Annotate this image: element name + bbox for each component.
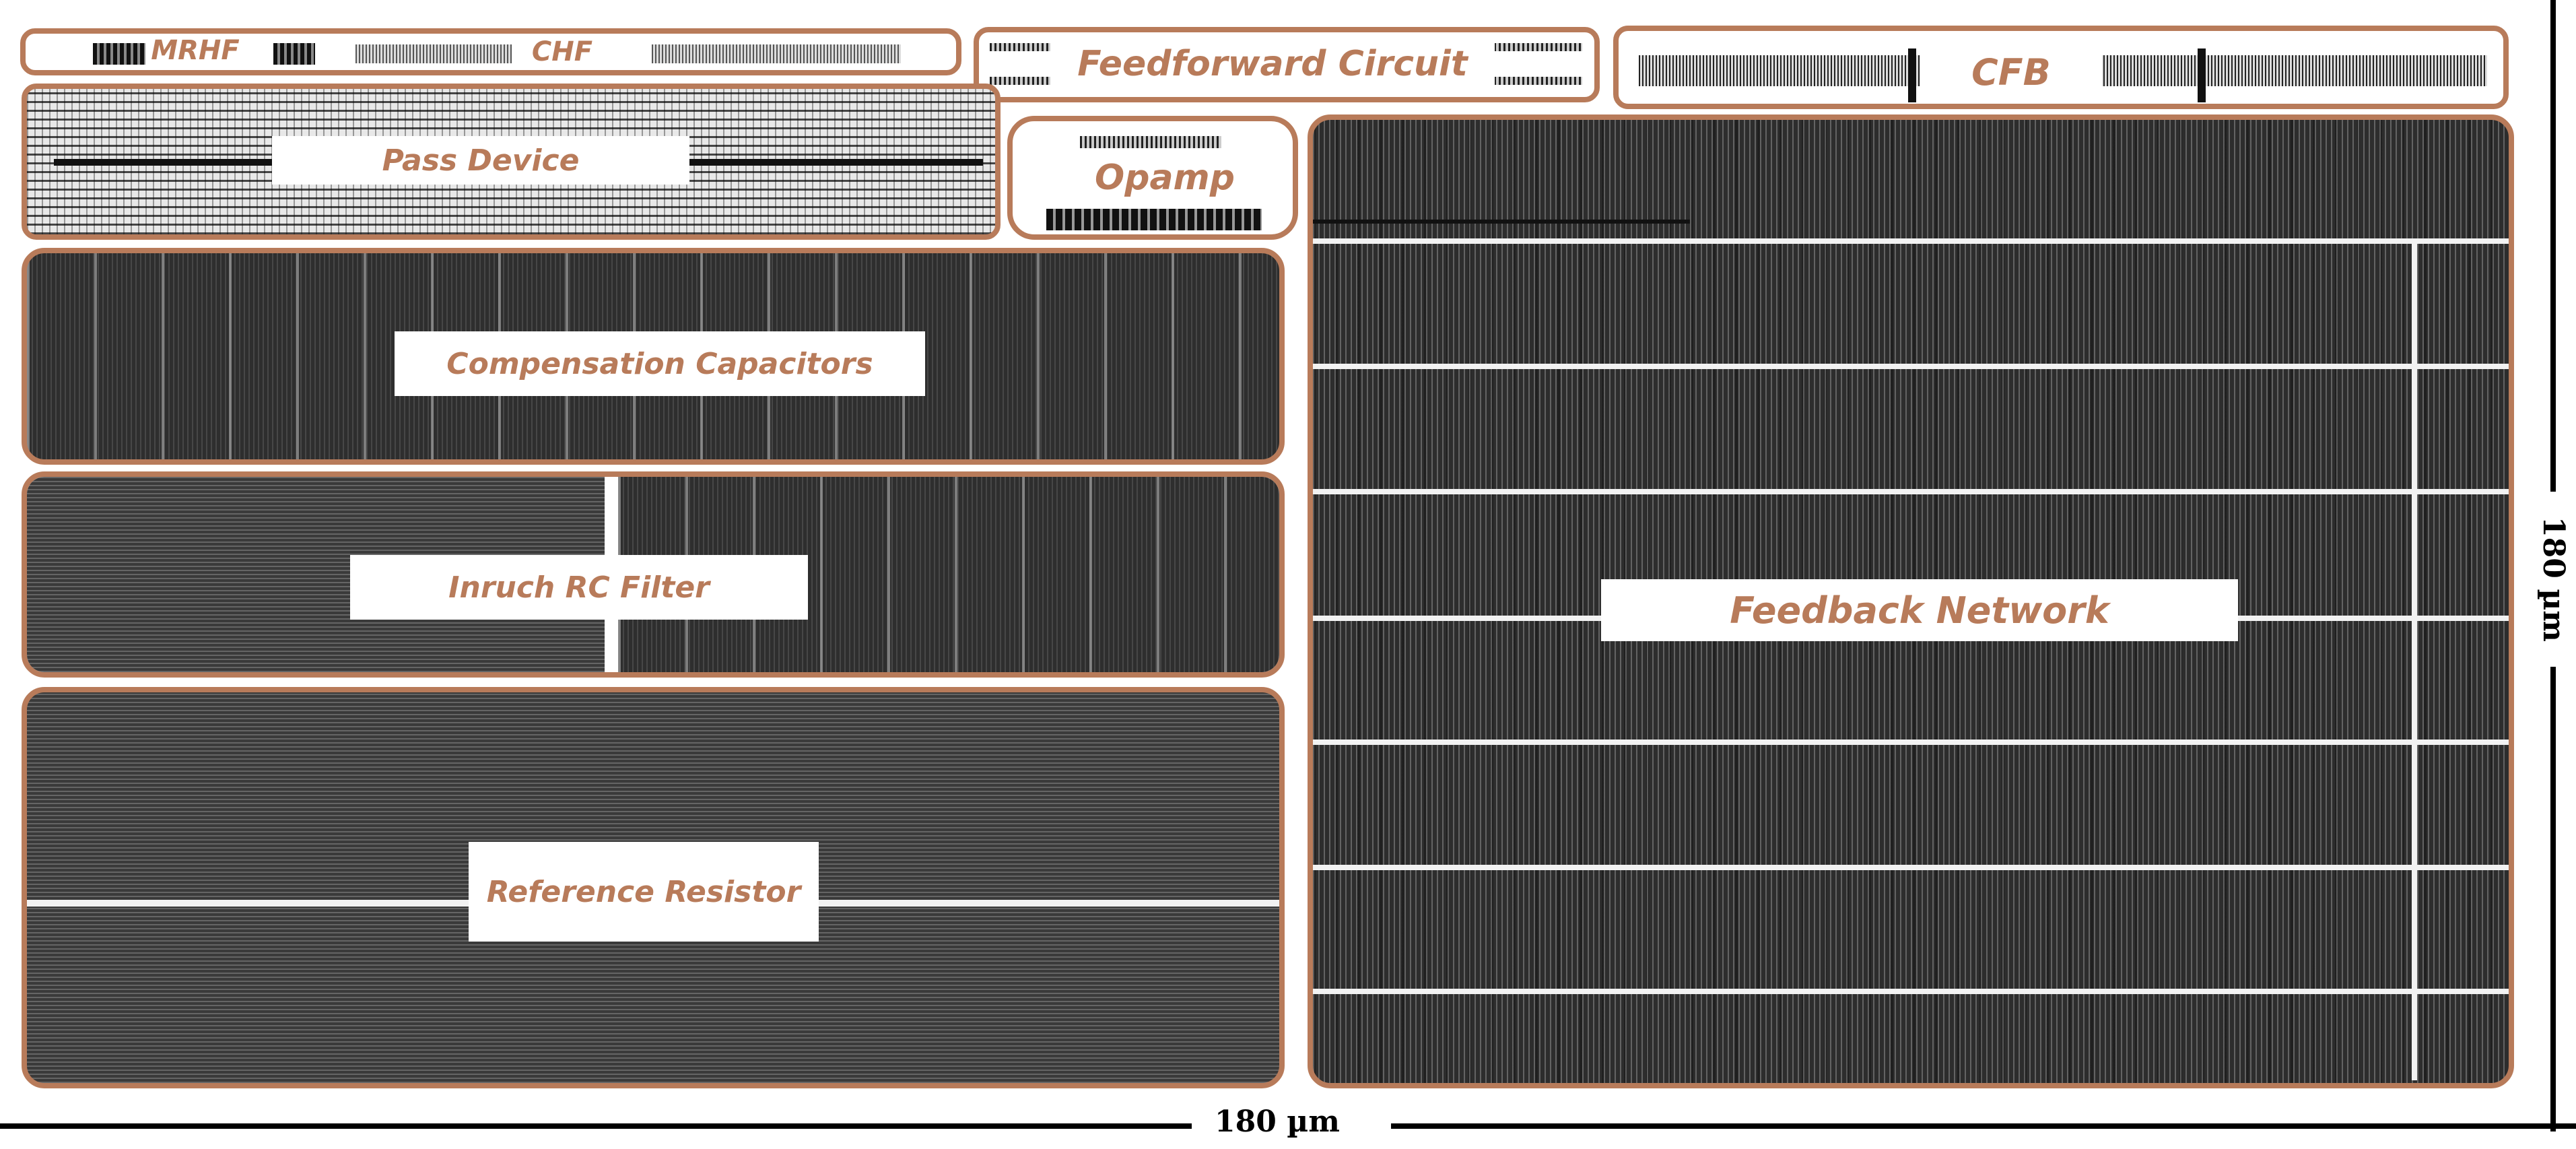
mrhf-label: MRHF xyxy=(151,35,240,66)
feedback-row-divider-5 xyxy=(1313,740,2509,745)
opamp-cells-top xyxy=(1080,136,1221,148)
opamp-cells-bottom xyxy=(1046,209,1262,230)
inrush-rc-filter-label: Inruch RC Filter xyxy=(350,555,808,620)
pass-device-label: Pass Device xyxy=(272,136,689,185)
feedback-top-trace xyxy=(1313,220,1690,224)
cfb-rail-1 xyxy=(1908,48,1916,102)
feedback-row-divider-2 xyxy=(1313,364,2509,369)
vertical-dimension-label: 180 µm xyxy=(2536,517,2571,642)
feedback-row-divider-7 xyxy=(1313,989,2509,994)
horizontal-dimension-label: 180 µm xyxy=(1215,1105,1340,1139)
mrhf-chf-block xyxy=(20,28,961,75)
horizontal-dimension-line-left xyxy=(0,1123,1192,1129)
feedback-column-divider xyxy=(2412,238,2417,1080)
chf-cells-right xyxy=(652,44,901,63)
opamp-label: Opamp xyxy=(1091,154,1239,202)
feedback-network-label: Feedback Network xyxy=(1601,579,2238,641)
chf-label: CHF xyxy=(512,35,613,69)
horizontal-dimension-line-right xyxy=(1391,1123,2576,1129)
reference-resistor-label: Reference Resistor xyxy=(469,842,819,942)
feedforward-label: Feedforward Circuit xyxy=(1050,43,1495,85)
feedback-row-divider-6 xyxy=(1313,865,2509,870)
feedback-row-divider-3 xyxy=(1313,489,2509,494)
cfb-rail-2 xyxy=(2198,48,2206,102)
compensation-capacitors-label: Compensation Capacitors xyxy=(395,331,925,396)
mrhf-cells-left xyxy=(93,43,145,65)
cfb-label: CFB xyxy=(1920,50,2102,94)
chf-cells xyxy=(355,44,531,63)
feedback-row-divider-1 xyxy=(1313,238,2509,244)
mrhf-cells-right xyxy=(273,43,315,65)
compensation-capacitors-block xyxy=(22,248,1285,465)
vertical-dimension-gap xyxy=(2522,492,2576,667)
